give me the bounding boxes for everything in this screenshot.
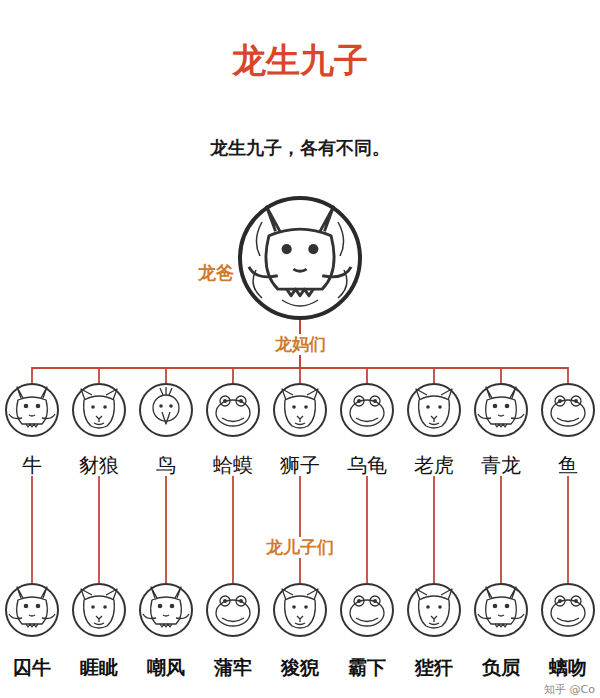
portrait-circle xyxy=(72,383,126,437)
portrait-circle xyxy=(238,196,362,320)
connector xyxy=(31,476,33,583)
group-label: 龙儿子们 xyxy=(262,537,338,558)
node-label: 睚眦 xyxy=(80,657,118,678)
son-node: 蒲牢 xyxy=(206,583,260,678)
node-label: 青龙 xyxy=(481,454,521,476)
connector xyxy=(98,476,100,583)
fish-face xyxy=(551,396,585,426)
son-face xyxy=(9,587,55,627)
son-faces xyxy=(9,587,585,628)
mother-node: 老虎 xyxy=(407,383,461,476)
toad-face xyxy=(216,396,250,426)
node-label: 狻猊 xyxy=(281,657,319,678)
portrait-circle xyxy=(273,383,327,437)
ox-face xyxy=(9,387,55,427)
portrait-circle xyxy=(340,383,394,437)
dragon-mane xyxy=(253,222,347,306)
node-label: 嘲风 xyxy=(147,657,185,678)
son-node: 狻猊 xyxy=(273,583,327,678)
portrait-circle xyxy=(541,583,595,637)
son-node: 嘲风 xyxy=(139,583,193,678)
son-node: 螭吻 xyxy=(541,583,595,678)
son-face xyxy=(143,587,189,627)
node-label: 鸟 xyxy=(156,454,176,476)
portrait-circle xyxy=(139,583,193,637)
node-label: 牛 xyxy=(22,454,42,476)
portrait-circle xyxy=(340,583,394,637)
node-label: 螭吻 xyxy=(549,657,587,678)
son-face xyxy=(216,596,250,626)
connector xyxy=(300,320,501,383)
portrait-circle xyxy=(72,583,126,637)
node-label: 龙爸 xyxy=(198,262,234,284)
node-label: 蛤蟆 xyxy=(213,454,253,476)
dragon-face xyxy=(478,387,524,427)
node-label: 囚牛 xyxy=(13,657,51,678)
connector xyxy=(32,320,300,383)
node-label: 老虎 xyxy=(414,454,454,476)
portrait-circle xyxy=(5,383,59,437)
lion-face xyxy=(282,389,318,428)
son-node: 囚牛 xyxy=(5,583,59,678)
connector xyxy=(433,476,435,583)
connector xyxy=(299,476,301,583)
connector xyxy=(300,320,568,383)
son-node: 狴犴 xyxy=(407,583,461,678)
mother-node: 蛤蟆 xyxy=(206,383,260,476)
connector xyxy=(567,476,569,583)
mother-node: 鱼 xyxy=(541,383,595,476)
mother-node: 豺狼 xyxy=(72,383,126,476)
son-node: 睚眦 xyxy=(72,583,126,678)
bird-face xyxy=(153,387,179,424)
dragon-head xyxy=(249,207,351,296)
subtitle: 龙生九子，各有不同。 xyxy=(210,136,390,159)
dragon-father-art xyxy=(249,207,351,306)
portrait-circle xyxy=(5,583,59,637)
node-label: 负屃 xyxy=(482,657,520,678)
son-face xyxy=(551,596,585,626)
portrait-circle xyxy=(407,583,461,637)
son-face xyxy=(478,587,524,627)
node-label: 乌龟 xyxy=(347,454,387,476)
son-node: 霸下 xyxy=(340,583,394,678)
son-node: 负屃 xyxy=(474,583,528,678)
portrait-circle xyxy=(474,583,528,637)
connector xyxy=(165,476,167,583)
portrait-circle xyxy=(206,583,260,637)
tiger-face xyxy=(416,389,452,428)
mother-node: 青龙 xyxy=(474,383,528,476)
mother-faces xyxy=(9,387,585,428)
portrait-circle xyxy=(273,583,327,637)
portrait-circle xyxy=(407,383,461,437)
father-node: 龙爸 xyxy=(198,196,362,320)
node-label: 霸下 xyxy=(348,657,386,678)
mother-node: 牛 xyxy=(5,383,59,476)
portrait-circle xyxy=(206,383,260,437)
son-face xyxy=(81,589,117,628)
wolf-face xyxy=(81,389,117,428)
node-label: 蒲牢 xyxy=(214,657,252,678)
portrait-circle xyxy=(541,383,595,437)
node-label: 狴犴 xyxy=(415,657,453,678)
node-label: 豺狼 xyxy=(79,454,119,476)
node-label: 鱼 xyxy=(558,454,578,476)
mother-node: 鸟 xyxy=(139,383,193,476)
group-label: 龙妈们 xyxy=(271,334,330,355)
connector xyxy=(232,476,234,583)
connector xyxy=(500,476,502,583)
son-face xyxy=(416,589,452,628)
watermark: 知乎 @Co xyxy=(544,684,595,696)
portrait-circle xyxy=(139,383,193,437)
son-face xyxy=(350,596,384,626)
node-label: 狮子 xyxy=(280,454,320,476)
diagram-title: 龙生九子 xyxy=(232,40,368,81)
mother-node: 乌龟 xyxy=(340,383,394,476)
turtle-face xyxy=(350,396,384,426)
son-face xyxy=(282,589,318,628)
portrait-circle xyxy=(474,383,528,437)
connector xyxy=(366,476,368,583)
mother-node: 狮子 xyxy=(273,383,327,476)
